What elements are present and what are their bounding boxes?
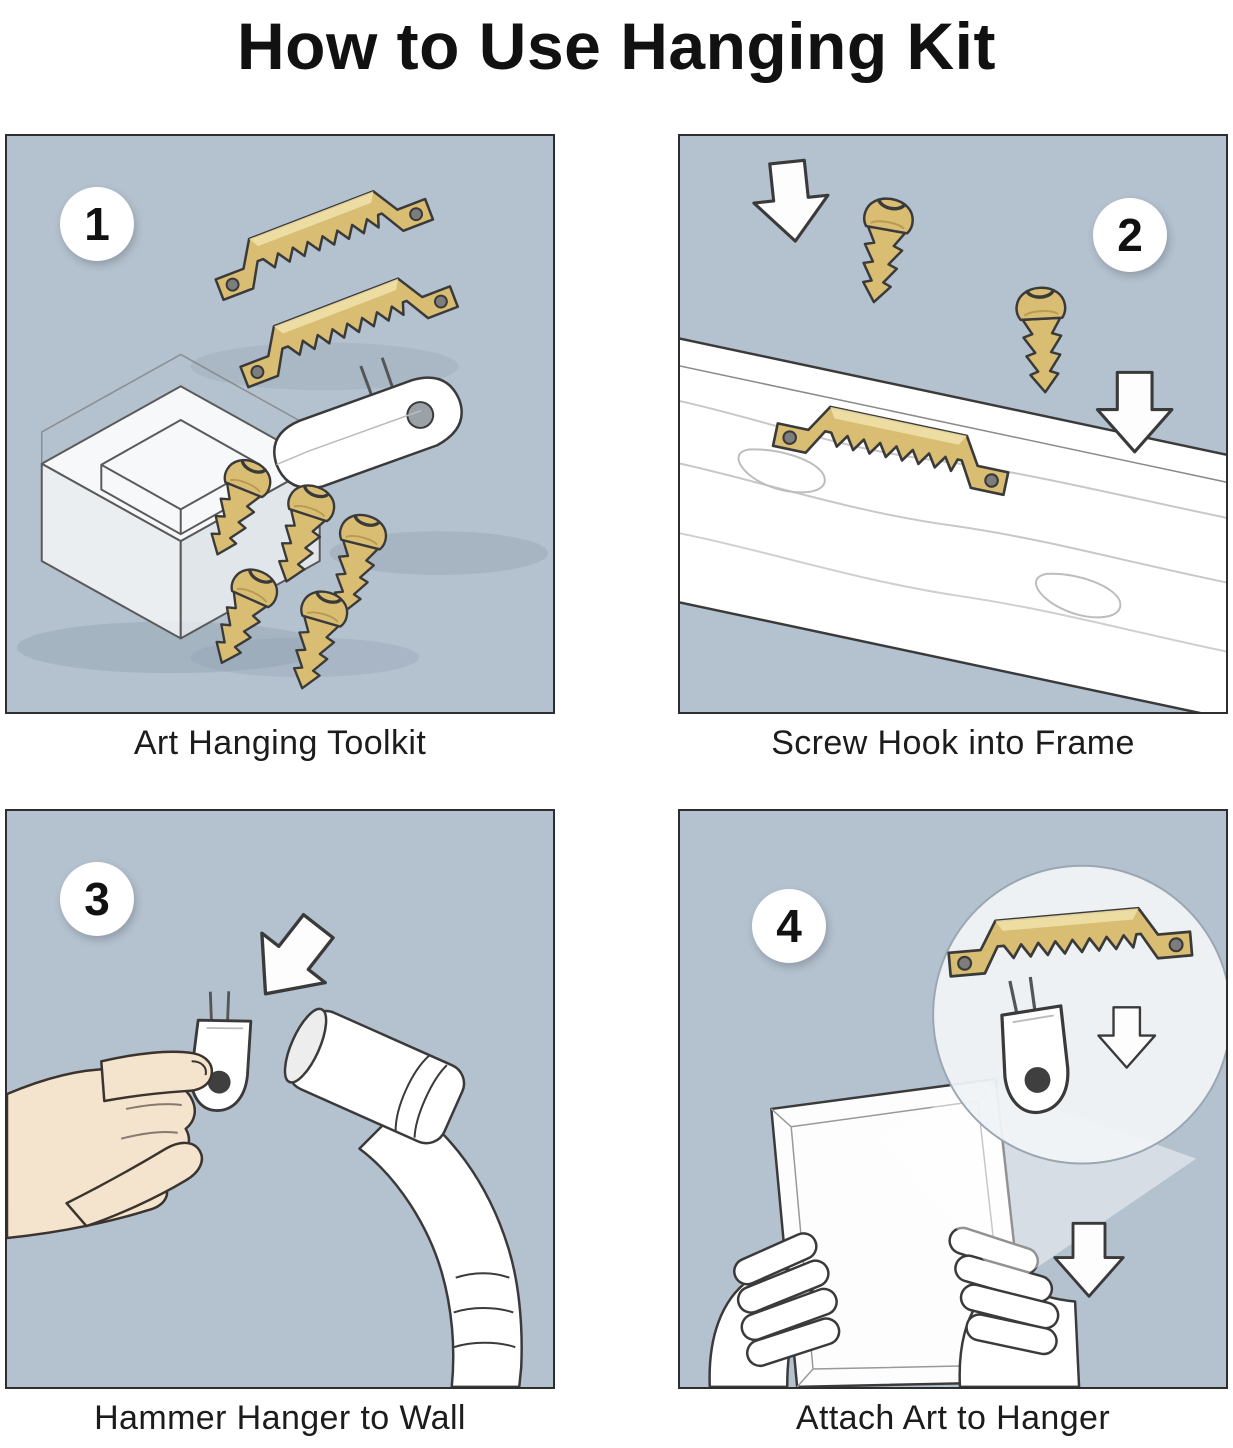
down-arrow-icon	[748, 156, 834, 247]
step-1-number-badge: 1	[60, 187, 134, 261]
page-title: How to Use Hanging Kit	[237, 9, 996, 83]
hammer	[283, 1007, 523, 1387]
wood-grain	[680, 448, 1226, 602]
toolkit-illustration	[16, 173, 549, 697]
step-4-number: 4	[776, 900, 802, 952]
step-2-panel: 2	[678, 134, 1228, 714]
toolkit-box	[40, 385, 321, 640]
hand	[7, 1050, 214, 1240]
magnifier-circle	[932, 864, 1226, 1165]
wood-grain	[680, 386, 1226, 538]
attach-art-illustration	[708, 864, 1226, 1387]
steps-grid: 1	[0, 134, 1233, 1438]
step-3-number: 3	[84, 873, 110, 925]
step-1: 1	[5, 134, 555, 763]
wood-grain	[680, 520, 1226, 672]
screw	[848, 193, 918, 309]
screw-into-frame-illustration	[680, 156, 1226, 712]
step-1-number: 1	[84, 198, 110, 250]
step-2-caption: Screw Hook into Frame	[771, 724, 1135, 762]
hammer-head	[283, 1007, 466, 1145]
hammer-handle	[358, 1102, 523, 1387]
step-2-number: 2	[1117, 209, 1143, 261]
wood-knot	[1034, 572, 1122, 619]
step-1-caption: Art Hanging Toolkit	[133, 724, 427, 762]
step-4-panel: 4	[678, 809, 1228, 1389]
step-3-number-badge: 3	[60, 862, 134, 936]
step-1-panel: 1	[5, 134, 555, 714]
step-3-panel: 3	[5, 809, 555, 1389]
wood-knot	[737, 448, 826, 494]
frame-board	[680, 314, 1226, 712]
down-left-arrow-icon	[232, 899, 352, 1021]
left-hand	[708, 1232, 841, 1387]
hammer-illustration	[7, 899, 523, 1387]
wall-hook	[186, 986, 258, 1115]
screw	[1013, 284, 1072, 396]
step-3-caption: Hammer Hanger to Wall	[94, 1399, 466, 1437]
step-4-number-badge: 4	[752, 889, 826, 963]
step-2: 2 Screw Hook into Frame	[678, 134, 1228, 763]
step-4-caption: Attach Art to Hanger	[795, 1399, 1111, 1437]
step-2-number-badge: 2	[1093, 198, 1167, 272]
step-4: 4	[678, 809, 1228, 1438]
step-3: 3	[5, 809, 555, 1438]
right-hand	[948, 1226, 1081, 1387]
